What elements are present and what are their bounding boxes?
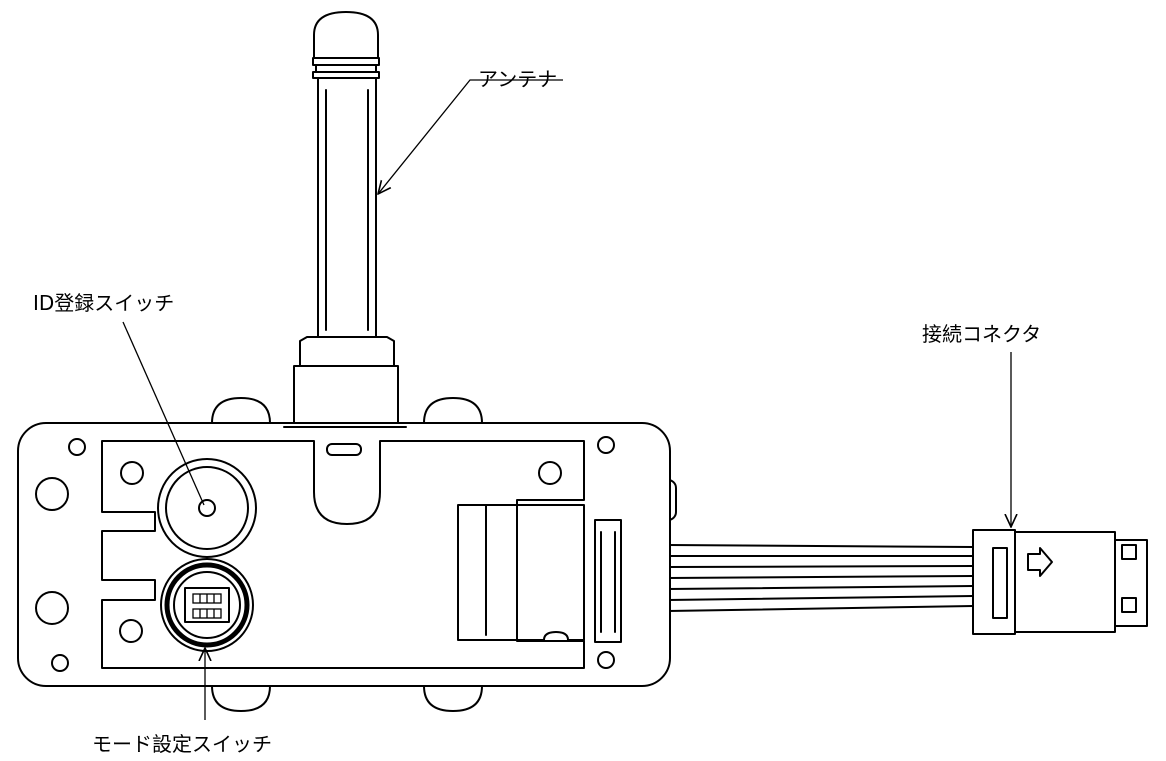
connector-latch-window [992, 547, 1008, 619]
bottom-mounting-lugs [211, 685, 483, 712]
main-body [17, 422, 671, 687]
antenna [293, 11, 399, 425]
bracket-outline [457, 504, 585, 641]
cable-wires [667, 544, 974, 612]
screw-hole [597, 436, 615, 454]
label-id-switch: ID登録スイッチ [33, 291, 174, 315]
arrow-mark-icon [1027, 547, 1053, 577]
label-antenna: アンテナ [478, 67, 557, 91]
antenna-tip [313, 11, 379, 59]
connector-cap [1114, 539, 1148, 627]
antenna-leader [378, 79, 563, 194]
antenna-collar [299, 336, 395, 367]
mount-hole [35, 477, 69, 511]
antenna-groove [315, 64, 377, 73]
screw-hole [597, 651, 615, 669]
antenna-groove [312, 57, 380, 66]
id-registration-switch [157, 458, 257, 558]
screw-hole [51, 654, 69, 672]
mounting-lug [211, 685, 271, 712]
panel-hole [538, 461, 562, 485]
inner-panel [101, 440, 585, 669]
mounting-lug [423, 685, 483, 712]
mounting-lug [211, 397, 271, 424]
housing-outline [17, 422, 671, 687]
cable-slot [594, 519, 622, 643]
connector-body [1014, 531, 1116, 633]
mount-hole [35, 591, 69, 625]
panel-hole [119, 619, 143, 643]
label-mode-switch: モード設定スイッチ [92, 732, 272, 756]
mounting-lug [423, 397, 483, 424]
antenna-stem [317, 77, 377, 338]
id-switch-leader [122, 321, 205, 506]
mode-setting-switch [160, 558, 254, 652]
vent-slot [326, 443, 362, 456]
panel-hole [120, 461, 144, 485]
antenna-base [293, 365, 399, 425]
leader-lines [122, 79, 1011, 720]
screw-hole [68, 438, 86, 456]
connector [972, 529, 1148, 635]
label-connector: 接続コネクタ [922, 322, 1041, 346]
top-mounting-lugs [211, 397, 483, 424]
